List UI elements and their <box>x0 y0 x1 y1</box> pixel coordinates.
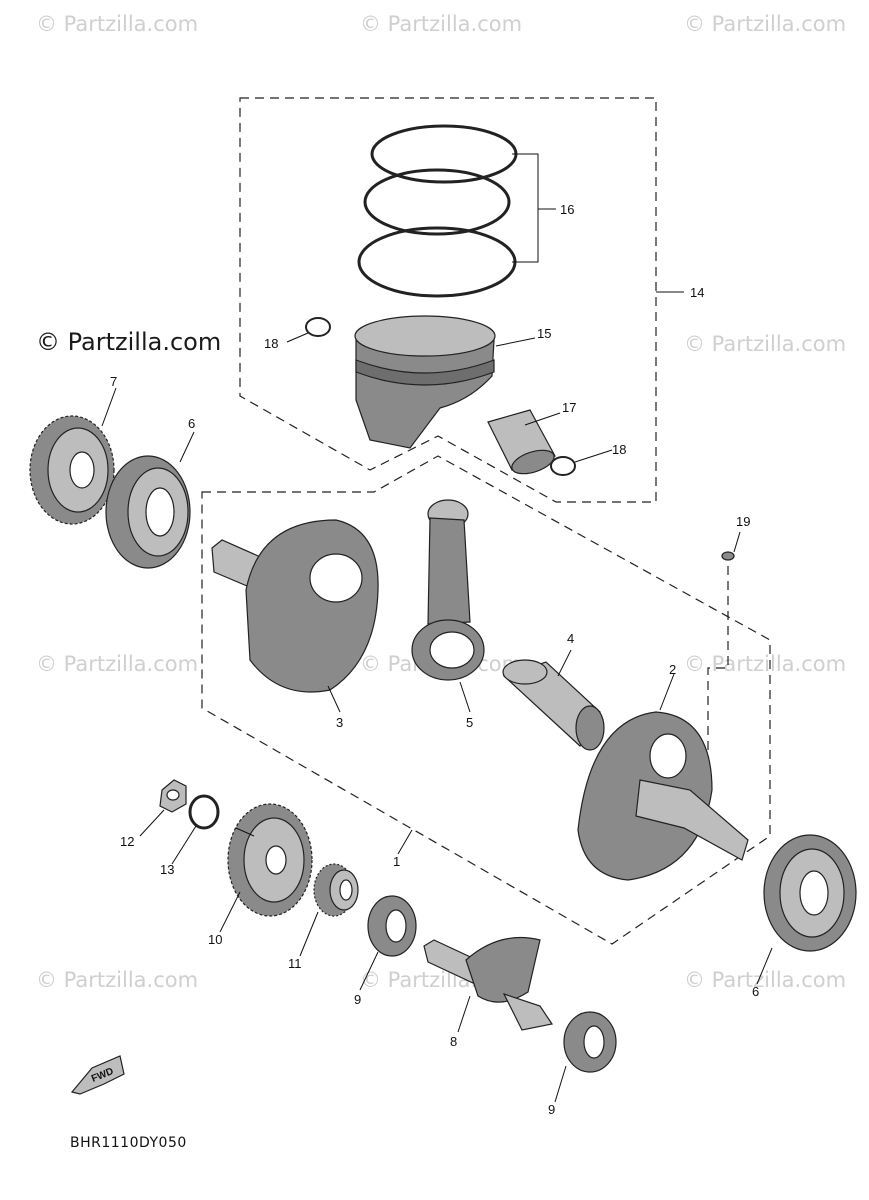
callout-leader <box>235 827 255 837</box>
callout-number[interactable]: 6 <box>752 984 759 999</box>
diagram-code: BHR1110DY050 <box>70 1135 187 1151</box>
callout-number[interactable]: 6 <box>188 416 195 431</box>
lock-washer[interactable] <box>188 794 220 830</box>
callout-number[interactable]: 9 <box>548 1102 555 1117</box>
callout-leader <box>459 681 471 713</box>
callout-number[interactable]: 18 <box>264 336 278 351</box>
callout-leader <box>457 995 471 1033</box>
callout-leader <box>299 911 319 957</box>
callout-number[interactable]: 14 <box>690 285 704 300</box>
callout-leader <box>139 809 165 837</box>
connecting-rod[interactable] <box>411 499 485 681</box>
crankshaft-left[interactable] <box>211 519 379 693</box>
callout-number[interactable]: 18 <box>612 442 626 457</box>
piston[interactable] <box>354 315 496 449</box>
piston-group-outline <box>239 97 657 503</box>
balancer-bearing-upper[interactable] <box>367 895 417 957</box>
callout-leader <box>733 531 741 553</box>
callout-leader <box>171 825 197 865</box>
bearing-left[interactable] <box>105 455 191 569</box>
circlip-left[interactable] <box>305 317 331 337</box>
watermark: © Partzilla.com <box>36 968 199 992</box>
callout-leader <box>574 449 613 463</box>
callout-leader <box>495 337 536 347</box>
copyright-notice: © Partzilla.com <box>36 328 222 356</box>
callout-leader <box>554 1065 567 1103</box>
piston-pin[interactable] <box>487 409 557 478</box>
watermark: © Partzilla.com <box>36 652 199 676</box>
balancer-drive-gear[interactable] <box>313 863 359 917</box>
callout-number[interactable]: 12 <box>120 834 134 849</box>
forward-direction-arrow: FWD <box>70 1055 125 1095</box>
nut[interactable] <box>159 779 187 813</box>
callout-number[interactable]: 7 <box>110 374 117 389</box>
callout-leader <box>327 685 341 713</box>
callout-leader <box>756 947 773 985</box>
crankshaft-right[interactable] <box>577 711 749 881</box>
callout-leader <box>219 891 241 933</box>
callout-number[interactable]: 11 <box>288 956 302 971</box>
callout-leader <box>101 387 117 427</box>
callout-leader <box>659 673 675 711</box>
callout-leader <box>397 829 413 855</box>
crank-gear[interactable] <box>29 415 115 525</box>
callout-number[interactable]: 13 <box>160 862 174 877</box>
watermark: © Partzilla.com <box>684 12 847 36</box>
callout-number[interactable]: 1 <box>393 854 400 869</box>
callout-number[interactable]: 10 <box>208 932 222 947</box>
callout-number[interactable]: 5 <box>466 715 473 730</box>
dowel-pin[interactable] <box>721 551 735 561</box>
watermark: © Partzilla.com <box>36 12 199 36</box>
callout-leader <box>557 649 572 677</box>
watermark: © Partzilla.com <box>360 12 523 36</box>
primary-drive-gear[interactable] <box>227 803 313 917</box>
watermark: © Partzilla.com <box>684 652 847 676</box>
callout-number[interactable]: 9 <box>354 992 361 1007</box>
callout-number[interactable]: 15 <box>537 326 551 341</box>
callout-leader <box>524 412 561 426</box>
dowel-lead-outline <box>707 566 729 820</box>
crank-pin[interactable] <box>502 659 605 751</box>
balancer-bearing-lower[interactable] <box>563 1011 617 1073</box>
callout-number[interactable]: 3 <box>336 715 343 730</box>
callout-leader <box>179 431 195 463</box>
bearing-right[interactable] <box>763 834 857 952</box>
circlip-right[interactable] <box>550 456 576 476</box>
callout-number[interactable]: 8 <box>450 1034 457 1049</box>
callout-number[interactable]: 19 <box>736 514 750 529</box>
callout-leader <box>512 153 556 263</box>
callout-leader <box>286 332 309 343</box>
crankshaft-group-outline <box>201 455 771 945</box>
callout-number[interactable]: 4 <box>567 631 574 646</box>
callout-number[interactable]: 17 <box>562 400 576 415</box>
watermark: © Partzilla.com <box>684 968 847 992</box>
watermark: © Partzilla.com <box>684 332 847 356</box>
callout-number[interactable]: 2 <box>669 662 676 677</box>
callout-number[interactable]: 16 <box>560 202 574 217</box>
callout-leader <box>359 951 379 991</box>
piston-ring-set[interactable] <box>357 124 518 298</box>
balancer-shaft[interactable] <box>423 936 553 1031</box>
